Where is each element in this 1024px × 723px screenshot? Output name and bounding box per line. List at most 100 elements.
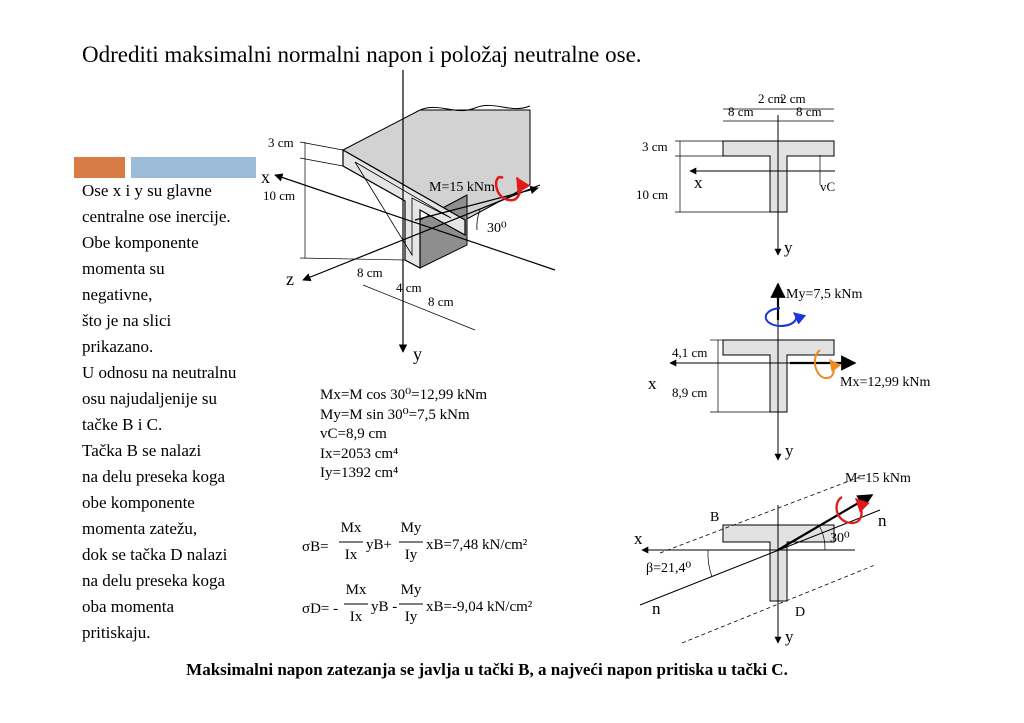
sigma-d-lhs: σD= - [302, 601, 338, 617]
sigma-b-rhs: xB=7,48 kN/cm² [426, 537, 528, 553]
explanation-line: Tačka B se nalazi [82, 441, 202, 460]
mx-value: Mx=M cos 30⁰=12,99 kNm [320, 387, 488, 403]
explanation-line: momenta su [82, 259, 165, 278]
axis-x-label: x [648, 374, 657, 393]
explanation-line: negativne, [82, 285, 153, 304]
explanation-line: što je na slici [82, 311, 172, 330]
explanation-line: pritiskaju. [82, 623, 151, 642]
ix-value: Ix=2053 cm⁴ [320, 445, 399, 462]
sigma-b-lhs: σB= [302, 539, 329, 555]
my-label: My=7,5 kNm [786, 287, 862, 302]
neutral-axis-line [639, 509, 881, 606]
sigma-b-iy: Iy [405, 547, 418, 563]
angle-arc [476, 209, 481, 231]
page-title: Odrediti maksimalni normalni napon i pol… [82, 42, 642, 67]
sigma-b-yb: yB+ [366, 537, 392, 553]
dim-10cm: 10 cm [263, 188, 295, 203]
iy-value: Iy=1392 cm⁴ [320, 465, 399, 481]
angle-label: 30⁰ [830, 531, 850, 546]
dim-8cm-a: 8 cm [357, 265, 383, 280]
explanation-line: oba momenta [82, 597, 175, 616]
section-inner-line [354, 161, 452, 257]
dim-3cm: 3 cm [268, 135, 294, 150]
explanation-line: centralne ose inercije. [82, 207, 231, 226]
dim-2cm-a: 2 cm [758, 91, 784, 106]
mx-rotation-arrow [813, 349, 842, 380]
sigma-d-iy: Iy [405, 609, 418, 625]
section-dimensions-diagram: 2 cm 2 cm 8 cm 8 cm 3 cm 10 cm x vC y [636, 91, 835, 257]
axis-y-label: y [784, 238, 793, 257]
explanation-line: prikazano. [82, 337, 154, 356]
dim-10cm: 10 cm [636, 187, 668, 202]
isometric-beam-diagram: 3 cm 10 cm x z y M=15 kNm 30⁰ 8 cm 4 cm … [261, 70, 556, 364]
sigma-d-rhs: xB=-9,04 kN/cm² [426, 599, 533, 615]
point-d-label: D [795, 605, 805, 620]
axis-z-label: z [286, 269, 294, 289]
neutral-axis-diagram: M=15 kNm n B x 30⁰ β=21,4⁰ n D y [634, 471, 911, 646]
explanation-line: obe komponente [82, 493, 195, 512]
accent-bar-blue [131, 157, 256, 178]
axis-x-label: x [694, 173, 703, 192]
n-label-bottom: n [652, 599, 661, 618]
moment-values: Mx=M cos 30⁰=12,99 kNm My=M sin 30⁰=7,5 … [320, 386, 487, 484]
sigma-d-ix: Ix [350, 609, 363, 625]
dim-4cm: 4 cm [396, 280, 422, 295]
axis-x-label: x [261, 167, 270, 187]
vc-label: vC [820, 179, 835, 194]
dimension-line [362, 284, 476, 331]
moment-label: M=15 kNm [429, 180, 495, 195]
beta-arc [707, 549, 713, 578]
explanation-line: dok se tačka D nalazi [82, 545, 228, 564]
moment-rotation-arrow [495, 175, 531, 202]
dim-8cm-b: 8 cm [796, 104, 822, 119]
my-rotation-arrow [764, 307, 807, 328]
parallel-line-b [659, 474, 866, 554]
moment-rotation-arrow [835, 496, 870, 525]
sigma-b-ix: Ix [345, 547, 358, 563]
explanation-line: na delu preseka koga [82, 571, 226, 590]
point-b-label: B [710, 510, 719, 525]
dim-3cm: 3 cm [642, 139, 668, 154]
angle-arc [819, 526, 826, 551]
dim-8cm-b: 8 cm [428, 294, 454, 309]
dimension-line [299, 257, 406, 261]
explanation-line: osu najudaljenije su [82, 389, 218, 408]
moment-components-diagram: My=7,5 kNm 4,1 cm 8,9 cm x Mx=12,99 kNm … [648, 282, 930, 461]
n-label-top: n [878, 511, 887, 530]
explanation-text: Ose x i y su glavne centralne ose inerci… [82, 178, 236, 646]
conclusion-text: Maksimalni napon zatezanja se javlja u t… [186, 660, 788, 679]
my-value: My=M sin 30⁰=7,5 kNm [320, 406, 470, 423]
z-axis [302, 184, 541, 282]
sigma-d-mx: Mx [346, 582, 367, 598]
accent-bar-orange [74, 157, 125, 178]
explanation-line: Obe komponente [82, 233, 199, 252]
dim-2cm-b: 2 cm [780, 91, 806, 106]
dimension-line [299, 157, 344, 167]
beta-label: β=21,4⁰ [646, 561, 692, 576]
sigma-d-yb: yB - [371, 599, 397, 615]
stress-formulas: σB= Mx Ix yB+ My Iy xB=7,48 kN/cm² σD= -… [302, 520, 533, 625]
moment-label: M=15 kNm [845, 471, 911, 486]
explanation-line: na delu preseka koga [82, 467, 226, 486]
axis-y-label: y [785, 627, 794, 646]
beam-break-edge [419, 104, 531, 112]
explanation-line: U odnosu na neutralnu [82, 363, 237, 382]
sigma-b-mx: Mx [341, 520, 362, 536]
explanation-line: momenta zatežu, [82, 519, 198, 538]
sigma-b-my: My [401, 520, 422, 536]
sigma-d-my: My [401, 582, 422, 598]
vc-value: vC=8,9 cm [320, 426, 387, 442]
dim-89cm: 8,9 cm [672, 385, 707, 400]
explanation-line: tačke B i C. [82, 415, 163, 434]
x-axis [274, 173, 556, 271]
axis-y-label: y [413, 344, 422, 364]
dimension-line [299, 141, 344, 151]
angle-label: 30⁰ [487, 221, 507, 236]
axis-x-label: x [634, 529, 643, 548]
mx-label: Mx=12,99 kNm [840, 375, 930, 390]
dim-41cm: 4,1 cm [672, 345, 707, 360]
axis-y-label: y [785, 441, 794, 460]
explanation-line: Ose x i y su glavne [82, 181, 212, 200]
dim-8cm-a: 8 cm [728, 104, 754, 119]
beam-front-section [342, 148, 466, 269]
